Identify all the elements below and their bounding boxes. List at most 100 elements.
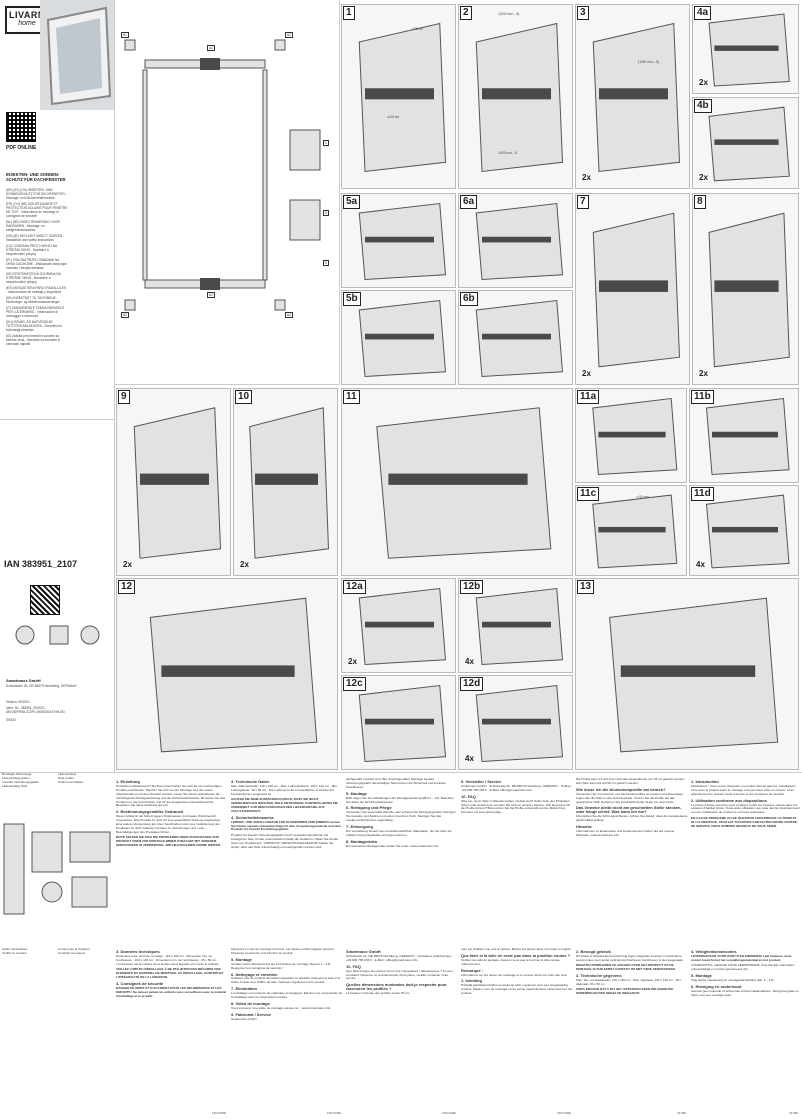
paragraph: N'utilisez pas de produits d'entretien a…: [231, 976, 341, 985]
paragraph: Smartmaxx GmbH · Schulstraße 2b, DE-8557…: [461, 783, 572, 792]
language-code: FR/CH/BE: [556, 1111, 571, 1116]
pdf-label: PDF ONLINE: [6, 145, 37, 151]
cover-panel: LIVARNO home PDF ONLINE INSEKTEN- UND SO…: [0, 0, 114, 420]
step-number: 5a: [343, 195, 361, 209]
cover-title-list: (DE) (AT) (CH) INSEKTEN- UND SONNENSCHUT…: [6, 188, 68, 348]
paragraph: Verwenden Sie zum Kürzen von Aluminiumpr…: [576, 791, 684, 804]
part-e-label: E: [323, 260, 330, 266]
heading: 1. Inleiding: [461, 978, 482, 984]
part-b1-label: B1: [121, 32, 129, 38]
text-col-de-5: Die Profile kann ich auf eine minimale G…: [576, 778, 688, 1116]
quantity-label: 2x: [582, 369, 591, 378]
paragraph: Produkt: Es besteht Verletzungsgefahr du…: [231, 832, 339, 849]
step-13: 13: [575, 578, 799, 770]
heading: Remarque :: [461, 967, 484, 973]
step-2: 2(1000 mm – 8)1000 mm – 8: [458, 4, 573, 189]
cover-title-item: (DK) INSEKTNET TIL TAGVINDUE - Montering…: [6, 296, 60, 304]
paragraph: Die Verpackung besteht aus umweltfreundl…: [346, 828, 452, 837]
quantity-label: 2x: [240, 560, 249, 569]
step-illustration: [358, 22, 447, 173]
part-a1-label: A1: [207, 45, 215, 51]
quantity-label: 4x: [696, 560, 705, 569]
step-illustration: [133, 407, 222, 559]
cover-title-item: (HU) ROVAR- ÉS NAPVÉDELMI TETŐTÉRI ABLAK…: [6, 320, 62, 332]
cover-title-item: (FR) (CH) (BE) MOUSTIQUAIRE ET PROTECTIO…: [6, 202, 68, 218]
dimension-label: ≤115 cm: [387, 114, 400, 119]
step-5b: 5b: [341, 290, 456, 385]
quantity-label: 2x: [699, 369, 708, 378]
dimension-label: ≤75 cm: [412, 26, 423, 31]
cover-back-panel: IAN 383951_2107 Smartmaxx GmbH Schulstra…: [0, 420, 114, 772]
step-illustration: [708, 13, 790, 87]
step-illustration: [592, 397, 678, 476]
quantity-label: 2x: [582, 173, 591, 182]
parts-drawing: [124, 39, 321, 311]
step-12: 12: [116, 578, 338, 770]
heading: Smartmaxx GmbH: [346, 949, 381, 954]
brand-sub: home: [18, 20, 36, 27]
contents-photo: [3, 823, 111, 915]
cover-title-item: (ES) MOSQUITERA PARA TRAGALUCES - Instru…: [6, 286, 67, 294]
step-illustration: [358, 202, 447, 281]
fold-line: [0, 772, 802, 773]
heading: 4. Sicherheitshinweise: [231, 814, 274, 820]
part-a2-label: A2: [207, 292, 215, 298]
step-illustration: [708, 212, 790, 368]
cover-title-item: (DE) (AT) (CH) INSEKTEN- UND SONNENSCHUT…: [6, 188, 67, 200]
step-illustration: [475, 299, 564, 378]
language-code: FR/CH/BE: [211, 1111, 226, 1116]
text-col-de-3: sachgemäß montiert sind. Bei unsachgemäß…: [346, 778, 458, 1116]
language-code: FR/CH/BE: [441, 1111, 456, 1116]
warning-text: VEILLEZ LORS DU DÉBALLAGE À NE PAS JETER…: [116, 967, 224, 979]
heading: Wie kürze ich die Aluminiumprofile am be…: [576, 786, 666, 792]
paragraph: Herzlichen Glückwunsch! Mit Ihrem Kauf h…: [116, 783, 226, 808]
paragraph: Überprüfen Sie die Führungsschienen. Ach…: [576, 814, 688, 823]
step-illustration: [358, 684, 447, 763]
paragraph: Volg hierbij nauwkeurig de montagehandle…: [691, 977, 775, 982]
heading: 6. Nettoyage et entretien: [231, 971, 278, 977]
heading: 4. Consignes de sécurité: [116, 980, 164, 986]
step-5a: 5a: [341, 193, 456, 288]
step-illustration: [475, 587, 564, 666]
step-6a: 6a: [458, 193, 573, 288]
paragraph: Dieser Artikel ist als Schutz gegen Flug…: [116, 814, 222, 834]
paragraph: Dit artikel is bedoeld als bescherming t…: [576, 953, 684, 962]
legend-item: Teile prüfen: [58, 775, 74, 780]
step-number: 5b: [343, 292, 361, 306]
step-number: 12: [118, 580, 136, 594]
heading: 10. FAQ: [461, 793, 476, 799]
heading: 10. FAQ: [346, 963, 361, 969]
step-number: 12a: [343, 580, 366, 594]
heading: 8. Vidéo de montage: [231, 1000, 270, 1006]
paragraph: Que faire lorsque des pièces du kit sont…: [346, 968, 453, 981]
legend-item: Benötigte Werkzeuge: [2, 773, 32, 776]
heading: 5. Montage: [346, 790, 367, 796]
step-number: 12b: [460, 580, 484, 594]
step-number: 4b: [694, 99, 712, 113]
step-illustration: [475, 22, 564, 173]
step-number: 11: [343, 390, 360, 404]
quantity-label: 2x: [699, 78, 708, 87]
step-12c: 12c: [341, 675, 456, 770]
quantity-label: 2x: [348, 657, 357, 666]
step-12a: 12a 2x: [341, 578, 456, 673]
legend-item: Contenu de la livraison: [58, 948, 90, 951]
step-1: 1≤75 cm≤115 cm: [341, 4, 456, 189]
part-d-label: D: [323, 210, 330, 216]
step-number: 8: [694, 195, 706, 209]
heading: 5. Montage: [691, 973, 712, 979]
service-icons: [15, 625, 100, 645]
part-b2-label: B2: [285, 32, 293, 38]
step-number: 3: [577, 6, 589, 20]
paragraph: Bitte folgen Sie den Abbildungen der Mon…: [346, 795, 454, 804]
cover-title-item: (IT) ZANZARIERA E TENDA PARASOLE PER LUC…: [6, 306, 65, 318]
